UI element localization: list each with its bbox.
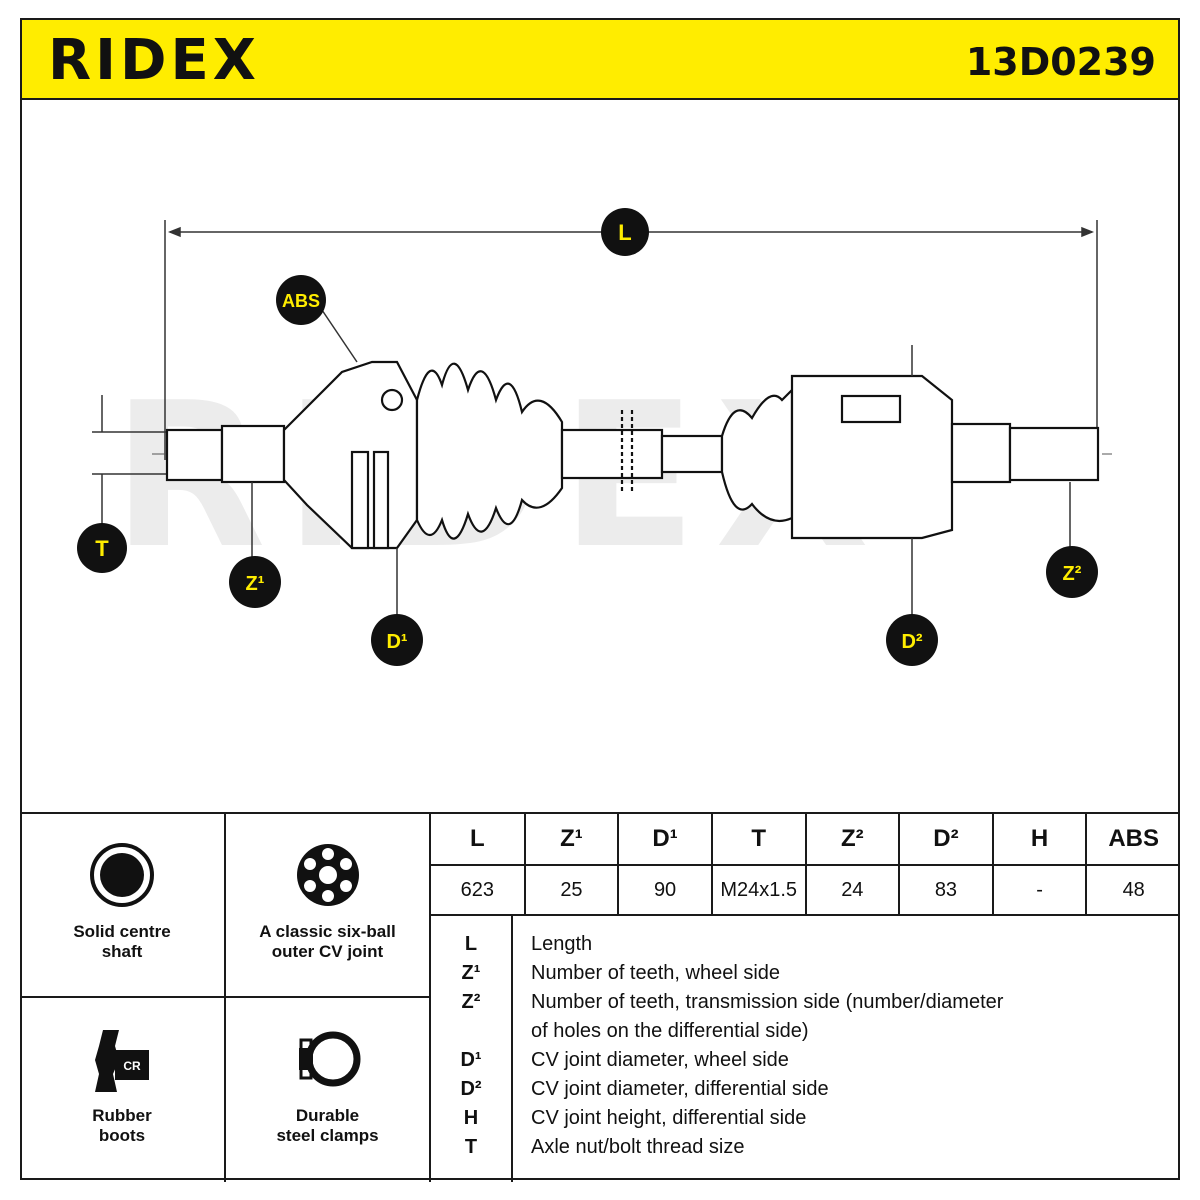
- legend-text: CV joint diameter, wheel side: [531, 1049, 789, 1071]
- rubber-boot-badge: CR: [123, 1059, 141, 1073]
- rubber-boot-cr-icon: CR: [95, 1030, 149, 1092]
- specs-header: ABS: [1085, 814, 1180, 866]
- specs-header: Z²: [804, 814, 901, 866]
- brand-logo: RIDEX: [48, 28, 260, 93]
- specs-value-row: 623 25 90 M24x1.5 24 83 - 48: [431, 864, 1180, 916]
- specs-value: M24x1.5: [710, 864, 807, 916]
- legend-divider: [511, 916, 513, 1182]
- specs-header: Z¹: [523, 814, 620, 866]
- callout-z1-label: Z¹: [246, 573, 265, 595]
- specs-value: 25: [523, 864, 620, 916]
- callout-abs-label: ABS: [282, 291, 320, 311]
- feature-rubber-boots: CR Rubber boots: [20, 998, 226, 1182]
- callout-abs: ABS: [276, 275, 326, 325]
- legend-text: CV joint height, differential side: [531, 1107, 807, 1129]
- callout-z2-label: Z²: [1063, 563, 1082, 585]
- legend-text: Number of teeth, wheel side: [531, 962, 781, 984]
- feature-six-ball-joint: A classic six-ball outer CV joint: [226, 814, 431, 998]
- specs-value: 83: [898, 864, 994, 916]
- callout-d2-label: D²: [901, 631, 922, 653]
- specs-value: 90: [617, 864, 713, 916]
- header-band: RIDEX 13D0239: [20, 18, 1180, 100]
- specs-header: T: [710, 814, 807, 866]
- callout-z2: Z²: [1046, 546, 1098, 598]
- specs-value: 623: [431, 864, 526, 916]
- callout-t-label: T: [95, 536, 109, 561]
- legend-key: Z¹: [461, 962, 481, 984]
- specs-header: D¹: [617, 814, 713, 866]
- shaft-outline: [165, 360, 1100, 550]
- specs-value: 24: [804, 864, 901, 916]
- legend-key: L: [464, 933, 478, 955]
- legend-key: Z²: [461, 991, 481, 1013]
- drive-shaft-drawing: RIDEX: [22, 100, 1178, 812]
- solid-shaft-icon: [90, 843, 154, 907]
- callout-d2: D²: [886, 614, 938, 666]
- leader-lines: [251, 309, 1071, 615]
- feature-rubber-boots-label: Rubber boots: [92, 1106, 152, 1145]
- callout-d1-label: D¹: [386, 631, 407, 653]
- callout-t: T: [77, 523, 127, 573]
- specs-header: L: [431, 814, 526, 866]
- specs-value: 48: [1085, 864, 1180, 916]
- dimension-t: [92, 395, 172, 530]
- legend-key: H: [463, 1107, 479, 1129]
- feature-steel-clamps: Durable steel clamps: [226, 998, 431, 1182]
- legend: L Length Z¹ Number of teeth, wheel side …: [431, 916, 1180, 1182]
- legend-key: D²: [460, 1078, 482, 1100]
- spec-section: Solid centre shaft A classic six-ball ou…: [20, 812, 1180, 1182]
- legend-key: D¹: [460, 1049, 482, 1071]
- steel-clamp-icon: [298, 1031, 360, 1087]
- part-number: 13D0239: [965, 40, 1156, 84]
- specs-header: H: [991, 814, 1088, 866]
- six-ball-joint-icon: [296, 844, 359, 906]
- legend-text: Number of teeth, transmission side (numb…: [531, 991, 1004, 1013]
- specs-table: L Z¹ D¹ T Z² D² H ABS 623 25 90 M24x1.5 …: [431, 814, 1180, 916]
- callout-l-label: L: [618, 220, 631, 245]
- legend-text: Length: [531, 933, 593, 955]
- feature-solid-shaft: Solid centre shaft: [20, 814, 226, 998]
- callout-z1: Z¹: [229, 556, 281, 608]
- legend-key: T: [464, 1136, 478, 1158]
- legend-text: CV joint diameter, differential side: [531, 1078, 829, 1100]
- specs-header-row: L Z¹ D¹ T Z² D² H ABS: [431, 814, 1180, 866]
- specs-header: D²: [898, 814, 994, 866]
- callout-l: L: [601, 208, 649, 256]
- feature-steel-clamps-label: Durable steel clamps: [276, 1106, 379, 1145]
- legend-text: of holes on the differential side): [531, 1020, 809, 1042]
- feature-six-ball-joint-label: A classic six-ball outer CV joint: [259, 922, 396, 961]
- specs-value: -: [991, 864, 1088, 916]
- callout-d1: D¹: [371, 614, 423, 666]
- legend-text: Axle nut/bolt thread size: [531, 1136, 745, 1158]
- feature-solid-shaft-label: Solid centre shaft: [73, 922, 171, 961]
